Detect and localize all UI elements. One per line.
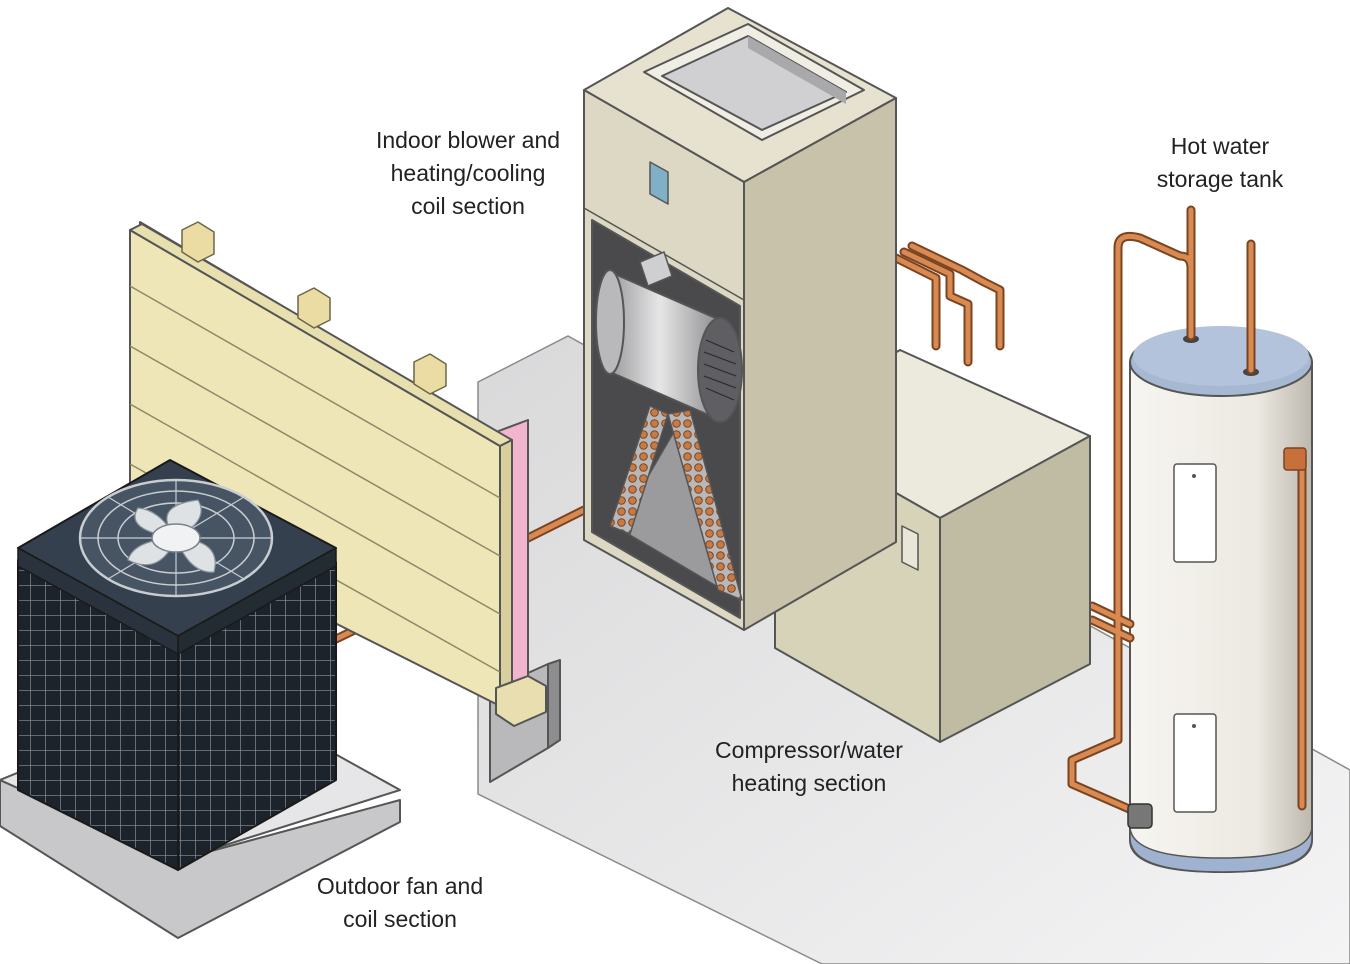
copper-pipe-icon — [329, 205, 1307, 829]
label-hot-water-tank-line-2: storage tank — [1156, 166, 1284, 192]
label-outdoor-fan-line-2: coil section — [343, 906, 457, 932]
label-compressor-section: Compressor/water heating section — [690, 734, 928, 800]
label-outdoor-fan-line-1: Outdoor fan and — [316, 873, 484, 899]
blower-wheel-icon — [595, 250, 743, 423]
water-tank-icon — [1129, 326, 1313, 874]
label-compressor-section-line-1: Compressor/water — [715, 737, 903, 763]
label-outdoor-fan: Outdoor fan and coil section — [294, 870, 506, 936]
wall-section-icon — [129, 221, 561, 783]
outdoor-condenser-icon — [0, 459, 401, 939]
label-compressor-section-line-2: heating section — [731, 770, 887, 796]
label-indoor-blower-line-2: heating/cooling — [390, 160, 546, 186]
label-hot-water-tank: Hot water storage tank — [1128, 130, 1312, 196]
a-coil-icon — [609, 405, 743, 601]
label-indoor-blower: Indoor blower and heating/cooling coil s… — [350, 124, 586, 223]
fan-grille-icon — [78, 478, 274, 598]
label-indoor-blower-line-1: Indoor blower and — [375, 127, 561, 153]
label-indoor-blower-line-3: coil section — [411, 193, 525, 219]
label-hot-water-tank-line-1: Hot water — [1170, 133, 1270, 159]
